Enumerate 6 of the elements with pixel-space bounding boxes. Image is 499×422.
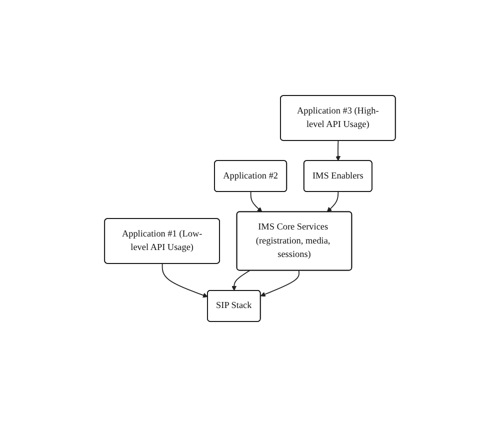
arrow <box>326 191 338 212</box>
arrow <box>260 270 300 297</box>
arrow <box>231 270 250 291</box>
arrow <box>161 263 208 298</box>
arrow <box>335 140 340 162</box>
arrow <box>250 191 262 212</box>
